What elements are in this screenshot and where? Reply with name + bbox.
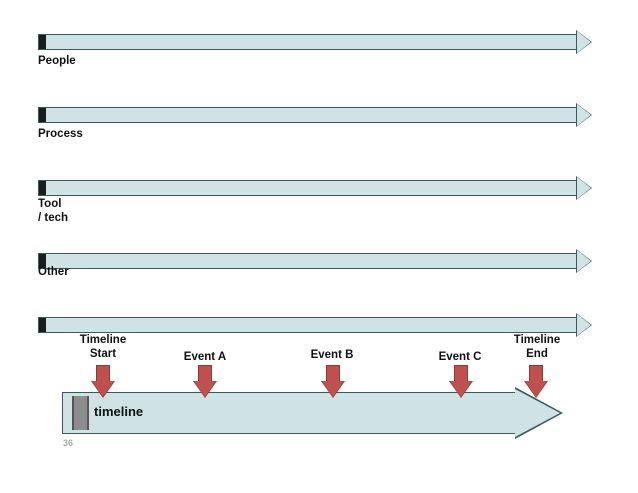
event-arrow-point <box>194 381 216 397</box>
lane-label-people: People <box>38 55 76 67</box>
lane-start-cap <box>39 35 46 49</box>
lane-label-process: Process <box>38 128 83 140</box>
event-label-event-a: Event A <box>183 351 227 363</box>
event-arrow-shaft <box>529 365 543 382</box>
lane-arrowhead <box>577 314 591 336</box>
event-arrow-event-a <box>193 365 217 398</box>
event-label-timeline-end: Timeline End <box>513 334 561 360</box>
lane-bar <box>38 317 578 333</box>
event-label-timeline-start: Timeline Start <box>79 334 127 360</box>
lane-bar <box>38 107 578 123</box>
event-arrow-point <box>525 381 547 397</box>
event-label-event-c: Event C <box>438 351 482 363</box>
lane-start-cap <box>39 318 46 332</box>
lane-label-tool-tech: Tool / tech <box>38 198 69 224</box>
event-label-event-b: Event B <box>310 349 354 361</box>
lane-start-cap <box>39 181 46 195</box>
swimlane-arrow-process <box>38 103 592 127</box>
lane-bar <box>38 253 578 269</box>
lane-bar <box>38 34 578 50</box>
event-arrow-shaft <box>198 365 212 382</box>
event-arrow-event-b <box>321 365 345 398</box>
event-arrow-timeline-start <box>91 365 115 398</box>
lane-arrowhead <box>577 250 591 272</box>
event-arrow-timeline-end <box>524 365 548 398</box>
swimlane-arrow-tool-tech <box>38 176 592 200</box>
page-number: 36 <box>63 438 74 448</box>
event-arrow-point <box>450 381 472 397</box>
timeline-start-grip <box>72 396 89 430</box>
timeline-label: timeline <box>94 404 144 419</box>
lane-arrowhead <box>577 104 591 126</box>
lane-start-cap <box>39 108 46 122</box>
event-arrow-point <box>322 381 344 397</box>
timeline-arrow: timeline <box>62 387 563 439</box>
event-arrow-point <box>92 381 114 397</box>
event-arrow-shaft <box>96 365 110 382</box>
lane-arrowhead <box>577 31 591 53</box>
swimlane-arrow-people <box>38 30 592 54</box>
lane-bar <box>38 180 578 196</box>
event-arrow-event-c <box>449 365 473 398</box>
lane-label-other: Other <box>38 266 69 278</box>
timeline-arrow-body <box>62 392 517 434</box>
event-arrow-shaft <box>326 365 340 382</box>
lane-start-cap <box>39 254 46 268</box>
lane-arrowhead <box>577 177 591 199</box>
swimlane-arrow-unlabeled <box>38 313 592 337</box>
event-arrow-shaft <box>454 365 468 382</box>
swimlane-arrow-other <box>38 249 592 273</box>
